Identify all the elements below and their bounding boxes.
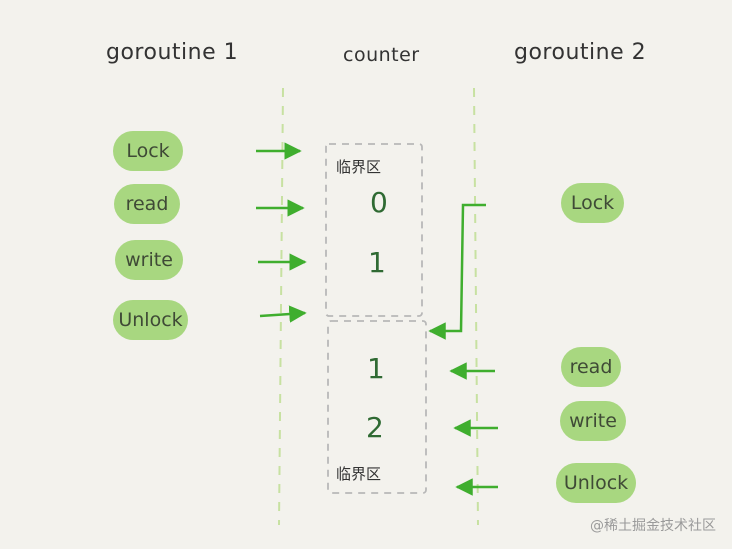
goroutine2-header: goroutine 2: [514, 40, 647, 65]
critical-section-label-bottom: 临界区: [336, 465, 382, 483]
g1-write-pill: write: [115, 240, 183, 280]
counter-value-top-1: 1: [368, 246, 386, 279]
timeline-left: [278, 87, 284, 526]
g1-lock-pill: Lock: [113, 131, 183, 171]
counter-header: counter: [343, 44, 420, 66]
g1-write-label: write: [125, 249, 173, 271]
goroutine1-header: goroutine 1: [106, 40, 239, 65]
g2-lock-pill: Lock: [561, 183, 624, 223]
counter-value-bottom-1: 2: [366, 411, 384, 444]
g2-lock-wait-path: [428, 203, 486, 340]
critical-section-box-top: [325, 143, 423, 317]
g2-read-label: read: [569, 356, 613, 378]
g1-read-label: read: [125, 193, 169, 215]
g1-read-pill: read: [114, 184, 180, 224]
counter-value-bottom-0: 1: [367, 352, 385, 385]
counter-value-top-0: 0: [370, 186, 388, 219]
watermark: @稀土掘金技术社区: [590, 518, 716, 534]
g2-unlock-label: Unlock: [563, 472, 629, 494]
g1-lock-label: Lock: [126, 140, 170, 162]
g2-unlock-pill: Unlock: [556, 463, 636, 503]
g2-lock-label: Lock: [570, 192, 615, 214]
critical-section-label-top: 临界区: [336, 158, 382, 176]
g1-unlock-label: Unlock: [118, 309, 183, 331]
critical-section-box-bottom: [327, 320, 427, 494]
g2-read-pill: read: [561, 347, 621, 387]
g2-write-pill: write: [560, 401, 626, 441]
g1-unlock-arrow: [259, 305, 307, 323]
g1-unlock-pill: Unlock: [113, 300, 188, 340]
g2-write-label: write: [569, 410, 617, 432]
timeline-right: [473, 87, 479, 526]
